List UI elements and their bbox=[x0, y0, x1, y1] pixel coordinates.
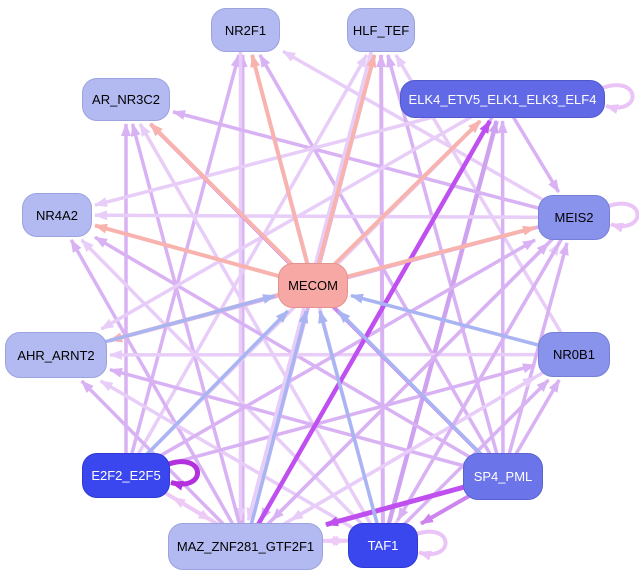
node-NR0B1[interactable]: NR0B1 bbox=[538, 332, 610, 377]
node-label: ELK4_ETV5_ELK1_ELK3_ELF4 bbox=[408, 91, 597, 107]
node-label: NR4A2 bbox=[36, 207, 78, 223]
node-AHR_ARNT2[interactable]: AHR_ARNT2 bbox=[5, 332, 107, 378]
node-MAZ[interactable]: MAZ_ZNF281_GTF2F1 bbox=[168, 523, 323, 570]
self-loop-ELK4 bbox=[601, 83, 635, 114]
node-E2F2_E2F5[interactable]: E2F2_E2F5 bbox=[82, 453, 170, 498]
edge-MAZ-AR_NR3C2 bbox=[130, 123, 248, 547]
edge-MAZ-ELK4 bbox=[243, 119, 492, 548]
edge-SP4_PML-MEIS2 bbox=[501, 242, 569, 477]
edge-group bbox=[55, 28, 639, 561]
node-label: AR_NR3C2 bbox=[92, 92, 160, 107]
edge-MECOM-MEIS2 bbox=[312, 225, 536, 288]
edge-MEIS2-NR4A2 bbox=[94, 210, 575, 221]
edge-E2F2_E2F5-NR0B1 bbox=[125, 363, 536, 478]
node-label: MEIS2 bbox=[554, 210, 594, 225]
edge-MEIS2-MAZ bbox=[270, 216, 576, 522]
edge-MECOM-AR_NR3C2 bbox=[149, 122, 315, 287]
edge-SP4_PML-AHR_ARNT2 bbox=[109, 367, 504, 479]
edge-E2F2_E2F5-MECOM bbox=[124, 309, 290, 477]
edge-TAF1-MECOM bbox=[318, 310, 385, 546]
node-label: AHR_ARNT2 bbox=[17, 347, 95, 363]
edge-MECOM-ELK4 bbox=[311, 119, 482, 287]
edge-MAZ-MECOM bbox=[243, 310, 309, 547]
node-NR2F1[interactable]: NR2F1 bbox=[211, 8, 280, 52]
node-SP4_PML[interactable]: SP4_PML bbox=[463, 453, 543, 500]
edge-SP4_PML-MECOM bbox=[337, 309, 505, 478]
node-label: E2F2_E2F5 bbox=[91, 468, 161, 483]
node-NR4A2[interactable]: NR4A2 bbox=[22, 193, 92, 237]
node-label: TAF1 bbox=[367, 538, 399, 553]
node-MECOM[interactable]: MECOM bbox=[278, 263, 348, 308]
edge-NR0B1-MAZ bbox=[289, 352, 575, 522]
self-loop-MEIS2 bbox=[606, 201, 639, 233]
self-loop-TAF1 bbox=[414, 529, 448, 561]
self-loop-E2F2_E2F5 bbox=[166, 459, 200, 491]
node-label: MAZ_ZNF281_GTF2F1 bbox=[176, 539, 315, 554]
node-label: NR2F1 bbox=[224, 22, 267, 38]
node-MEIS2[interactable]: MEIS2 bbox=[538, 195, 610, 240]
edge-MEIS2-AR_NR3C2 bbox=[172, 110, 575, 220]
edge-NR0B1-MECOM bbox=[350, 293, 575, 357]
node-label: HLF_TEF bbox=[352, 22, 410, 38]
node-ELK4[interactable]: ELK4_ETV5_ELK1_ELK3_ELF4 bbox=[400, 80, 605, 118]
node-HLF_TEF[interactable]: HLF_TEF bbox=[347, 8, 415, 52]
edge-MECOM-NR2F1 bbox=[250, 54, 315, 287]
edge-E2F2_E2F5-MEIS2 bbox=[125, 238, 536, 478]
edge-ELK4-AHR_ARNT2 bbox=[100, 97, 504, 331]
node-label: NR0B1 bbox=[553, 347, 595, 362]
edge-MAZ-NR4A2 bbox=[69, 239, 248, 548]
edge-MEIS2-TAF1 bbox=[396, 216, 576, 521]
node-AR_NR3C2[interactable]: AR_NR3C2 bbox=[82, 78, 170, 121]
edge-MECOM-HLF_TEF bbox=[311, 54, 377, 287]
edge-TAF1-HLF_TEF bbox=[376, 54, 387, 546]
node-label: SP4_PML bbox=[473, 469, 533, 484]
edge-MECOM-NR4A2 bbox=[94, 223, 314, 288]
node-TAF1[interactable]: TAF1 bbox=[348, 523, 418, 568]
edge-MEIS2-NR2F1 bbox=[282, 49, 575, 220]
node-label: MECOM bbox=[288, 278, 338, 293]
